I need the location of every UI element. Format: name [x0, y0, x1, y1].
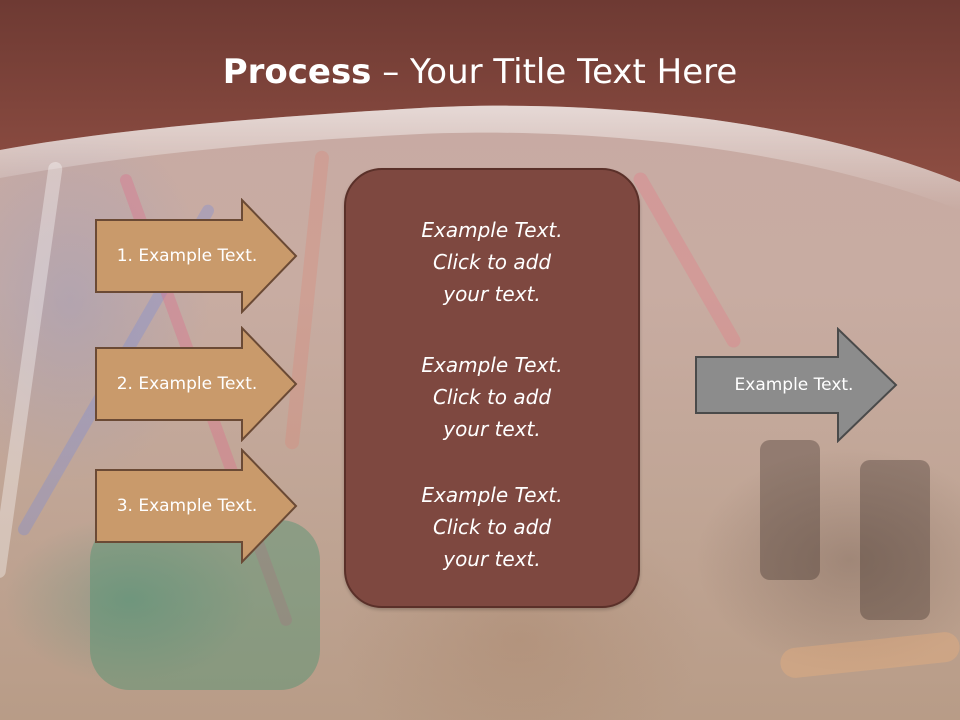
arrow-shape — [695, 327, 898, 443]
text-line: your text. — [443, 547, 541, 571]
bg-capacitor — [860, 460, 930, 620]
bg-wire — [778, 630, 960, 680]
step-arrow-2[interactable]: 2. Example Text. — [94, 326, 298, 442]
text-line: Click to add — [432, 515, 552, 539]
step-label: 1. Example Text. — [116, 246, 258, 266]
bg-capacitor — [760, 440, 820, 580]
title-bold: Process — [222, 52, 372, 92]
arrow-shape — [95, 198, 298, 314]
center-text-block-3: Example Text. Click to add your text. — [346, 479, 638, 575]
step-arrow-3[interactable]: 3. Example Text. — [94, 448, 298, 564]
title-rest: – Your Title Text Here — [371, 52, 738, 92]
text-line: Example Text. — [421, 483, 563, 507]
center-text-block-1: Example Text. Click to add your text. — [346, 214, 638, 310]
arrow-shape — [95, 326, 298, 442]
center-text-block-2: Example Text. Click to add your text. — [346, 349, 638, 445]
result-arrow[interactable]: Example Text. — [694, 327, 898, 443]
step-arrow-1[interactable]: 1. Example Text. — [94, 198, 298, 314]
text-line: Click to add — [432, 250, 552, 274]
text-line: Example Text. — [421, 353, 563, 377]
arrow-shape — [95, 448, 298, 564]
text-line: your text. — [443, 282, 541, 306]
center-text-box[interactable]: Example Text. Click to add your text. Ex… — [344, 168, 640, 608]
text-line: your text. — [443, 417, 541, 441]
step-label: 3. Example Text. — [116, 496, 258, 516]
step-label: 2. Example Text. — [116, 374, 258, 394]
page-title: Process – Your Title Text Here — [0, 52, 960, 92]
result-label: Example Text. — [734, 375, 854, 395]
text-line: Example Text. — [421, 218, 563, 242]
bg-capacitor — [90, 520, 320, 690]
header-band — [0, 0, 960, 210]
text-line: Click to add — [432, 385, 552, 409]
